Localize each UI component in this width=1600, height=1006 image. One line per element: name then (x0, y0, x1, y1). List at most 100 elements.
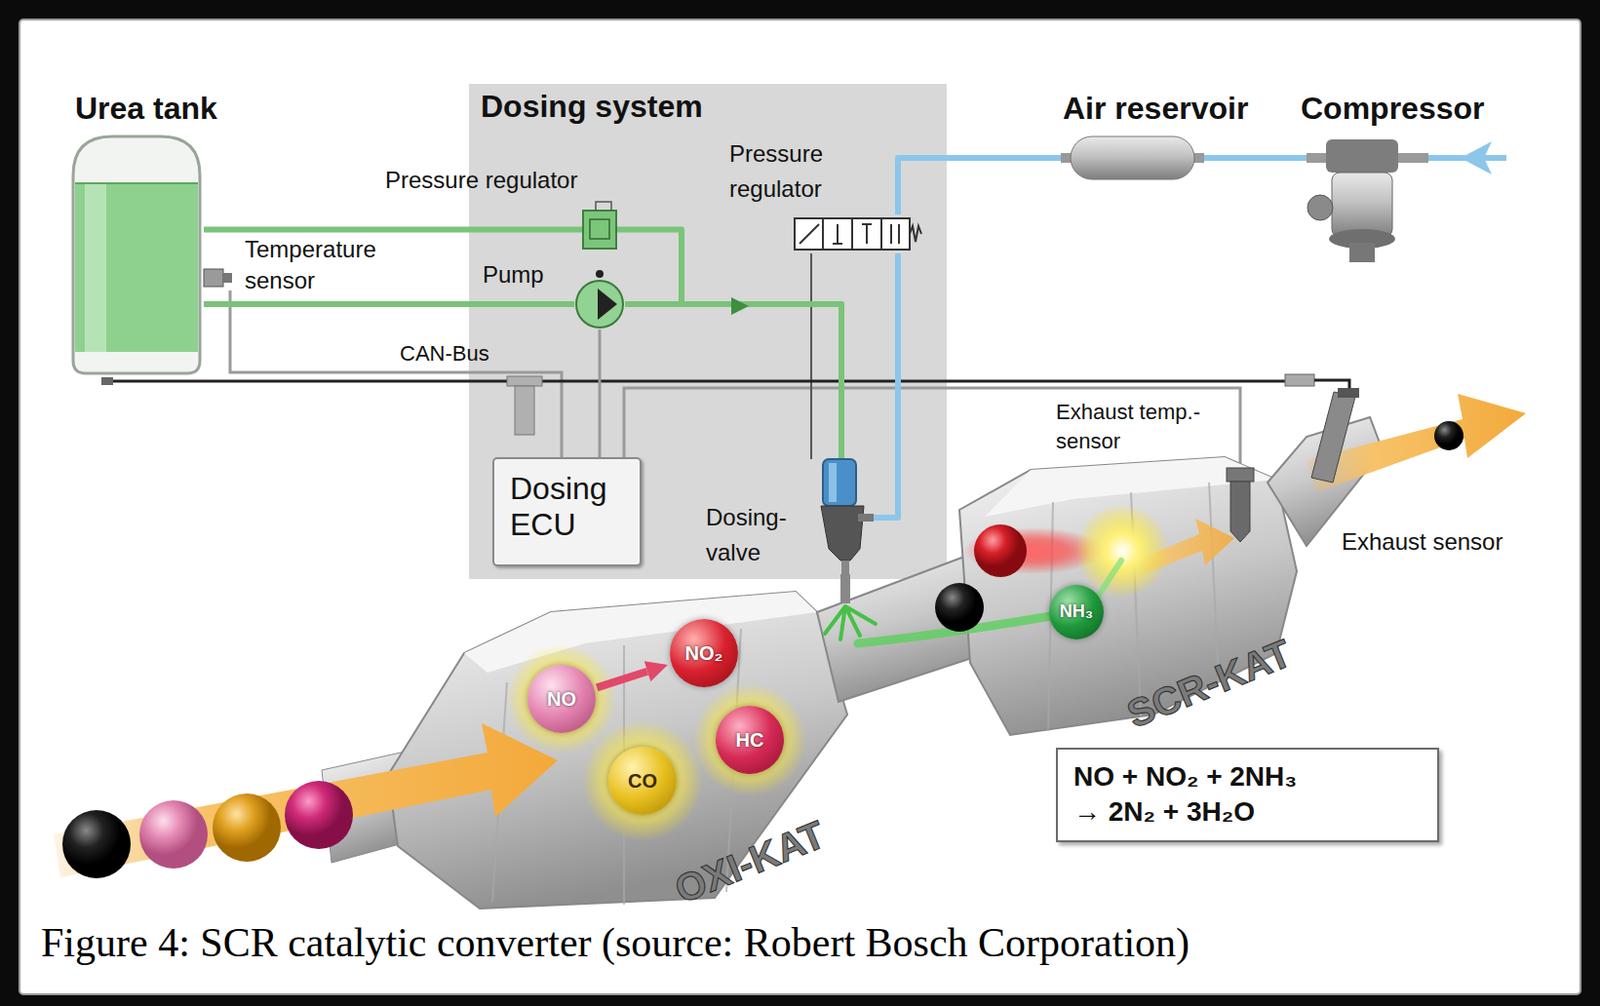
part-label: Dosing- valve (705, 500, 799, 571)
regulator-body (583, 210, 617, 249)
molecule-label: NO₂ (685, 641, 724, 665)
pressure-regulator-valve: Pressure regulator (793, 214, 924, 254)
air-line (897, 157, 1061, 215)
pump-outline (574, 278, 625, 330)
exhaust-particles (139, 800, 208, 869)
exhaust-sensors (1226, 388, 1360, 543)
molecule-ball: NO (527, 664, 596, 734)
dosing-ecu: Dosing ECU (492, 457, 642, 567)
tank-shell (73, 136, 200, 374)
can-connector (514, 386, 535, 435)
part-label: Pressure regulator (729, 136, 839, 207)
exhaust-particles (284, 780, 353, 850)
air-line (1204, 155, 1307, 161)
regulator-mark (589, 219, 610, 239)
compressor: Compressor (1306, 137, 1429, 266)
compressor-port (1396, 153, 1429, 163)
part-label: Pressure regulator (385, 166, 578, 196)
catalytic-converter (464, 591, 818, 673)
urea-spray (824, 606, 876, 640)
reservoir-body (1070, 136, 1195, 180)
injector-air-port (858, 513, 874, 522)
molecule-label: HC (736, 728, 765, 752)
urea-spray (824, 560, 1122, 644)
pressure-regulator-outline (582, 209, 618, 250)
reaction-glows (1075, 504, 1170, 598)
exhaust-particles (62, 810, 131, 879)
valve-spring (909, 226, 922, 242)
exhaust-sensors (1311, 391, 1356, 483)
exhaust-flow-arrows (53, 723, 558, 878)
dosing-valve: Dosing- valve (815, 459, 874, 577)
air-reservoir: Air reservoir (1060, 132, 1205, 184)
exhaust-particles (212, 793, 281, 862)
figure-caption: Figure 4: SCR catalytic converter (sourc… (40, 918, 1190, 968)
can-connector (507, 376, 543, 387)
part-heading: Air reservoir (1062, 89, 1249, 127)
sensor-label: Temperature sensor (244, 234, 406, 297)
urea-spray (840, 574, 851, 604)
signal-wires (230, 253, 1241, 469)
urea-line (203, 301, 575, 308)
signal-wire (598, 329, 602, 458)
injector-body (820, 506, 864, 561)
part-label: Pump (482, 261, 545, 290)
can-bus-line (107, 380, 1286, 384)
pump-triangle (597, 288, 618, 320)
molecule-ball: NH₃ (1049, 585, 1104, 640)
urea-level (75, 182, 198, 185)
injector-cap (822, 459, 857, 507)
dosing-valve-outline (815, 459, 874, 577)
compressor-outline (1306, 137, 1429, 266)
exhaust-flow-arrows (53, 393, 1526, 878)
reaction-glows (693, 683, 807, 797)
exhaust-sensors (1230, 481, 1250, 543)
box-label: Dosing ECU (509, 470, 625, 544)
air-intake-arrow (1460, 141, 1492, 175)
urea-tank: Urea tank (69, 132, 204, 378)
air-intake-arrow (1428, 141, 1507, 175)
molecule-ball: NO₂ (669, 619, 739, 688)
panel-heading: Dosing system (480, 87, 936, 125)
valve-body (794, 218, 910, 250)
air-line (873, 253, 898, 518)
pump: Pump (574, 278, 625, 330)
tank-fittings (223, 273, 233, 283)
catalytic-converter (817, 550, 987, 703)
reaction-glows (507, 644, 617, 754)
injector-highlight (828, 463, 837, 503)
molecule-label: NH₃ (1059, 601, 1093, 624)
check-valve-symbol (731, 297, 749, 315)
urea-fill (75, 183, 198, 352)
equation: NO + NO₂ + 2NH₃ → 2N₂ + 3H₂O (1073, 759, 1327, 831)
reaction-arrow (596, 671, 648, 689)
reaction-glows (582, 720, 703, 842)
exhaust-sensors (1226, 468, 1254, 482)
exhaust-particles (935, 583, 984, 632)
signal-wires (624, 388, 1241, 469)
exhaust-particles (1434, 421, 1464, 451)
tank-fittings (101, 377, 114, 386)
air-reservoir-outline (1060, 132, 1205, 184)
pump-port (595, 270, 604, 278)
urea-highlight (84, 183, 107, 352)
valve-cells (799, 218, 899, 250)
dosing-panel-fill (468, 83, 947, 580)
urea-line (203, 227, 583, 234)
pump-circle (576, 280, 624, 328)
urea-line (624, 304, 842, 460)
urea-spray (1096, 560, 1122, 599)
can-bus-line (107, 374, 1350, 395)
molecule-label: CO (627, 769, 658, 793)
sensor-label: Exhaust sensor (1341, 528, 1503, 557)
reaction-equation-box: NO + NO₂ + 2NH₃ → 2N₂ + 3H₂O (1055, 747, 1440, 843)
signal-wires (810, 253, 813, 460)
pressure-regulator-valve-outline (793, 214, 924, 254)
bus-label: CAN-Bus (399, 341, 490, 367)
molecule-ball: CO (608, 746, 677, 816)
figure-ground (19, 19, 1581, 995)
compressor-head (1326, 139, 1399, 173)
exhaust-particles (974, 524, 1027, 578)
